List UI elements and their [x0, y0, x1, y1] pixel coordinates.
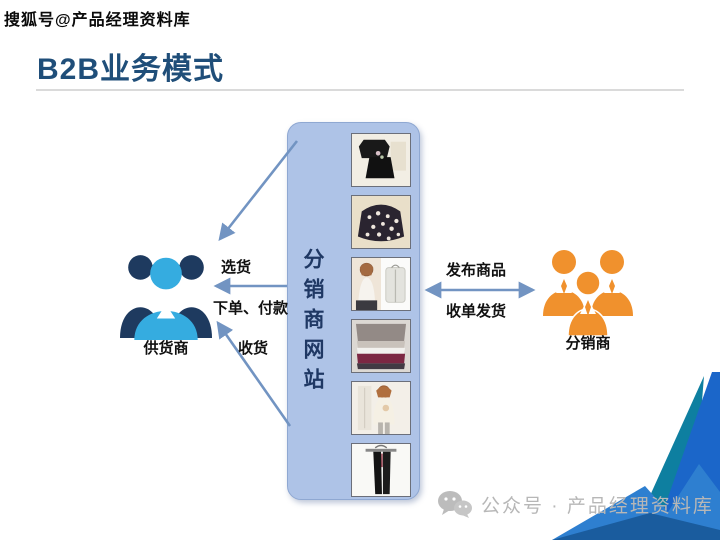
white-blouse-model-icon: [352, 258, 410, 310]
folded-stack-icon: [352, 320, 410, 372]
product-photo-white-sweater-model: [351, 381, 411, 435]
title-divider: [36, 89, 684, 91]
black-two-piece-icon: [352, 134, 410, 186]
arrow-select-goods: [218, 140, 299, 241]
flow-label-accept-orders-ship: 收单发货: [446, 303, 507, 320]
product-photo-white-blouse-model: [351, 257, 411, 311]
product-photo-folded-stack: [351, 319, 411, 373]
distributor-label: 分销商: [565, 335, 611, 352]
flow-label-select-goods: 选货: [221, 259, 252, 276]
product-photo-black-two-piece: [351, 133, 411, 187]
platform-vertical-label: 分销商网站: [301, 248, 324, 398]
bottom-watermark-text: 公众号 · 产品经理资料库: [481, 495, 714, 517]
supplier-label: 供货商: [143, 340, 189, 357]
top-watermark-text: 搜狐号@产品经理资料库: [4, 12, 191, 29]
supplier-group-icon: [120, 255, 212, 340]
white-sweater-model-icon: [352, 382, 410, 434]
wechat-icon: [438, 491, 472, 518]
flow-label-publish-products: 发布商品: [446, 262, 507, 279]
bottom-watermark: 公众号 · 产品经理资料库: [437, 489, 714, 519]
slide-title: B2B业务模式: [37, 53, 225, 86]
black-pants-icon: [352, 444, 410, 496]
product-photo-floral-sweater: [351, 195, 411, 249]
flow-label-order-pay: 下单、付款: [213, 300, 289, 317]
flow-label-receive-goods: 收货: [238, 340, 269, 357]
distributor-group-icon: [543, 250, 633, 336]
product-photo-black-pants: [351, 443, 411, 497]
floral-sweater-icon: [352, 196, 410, 248]
